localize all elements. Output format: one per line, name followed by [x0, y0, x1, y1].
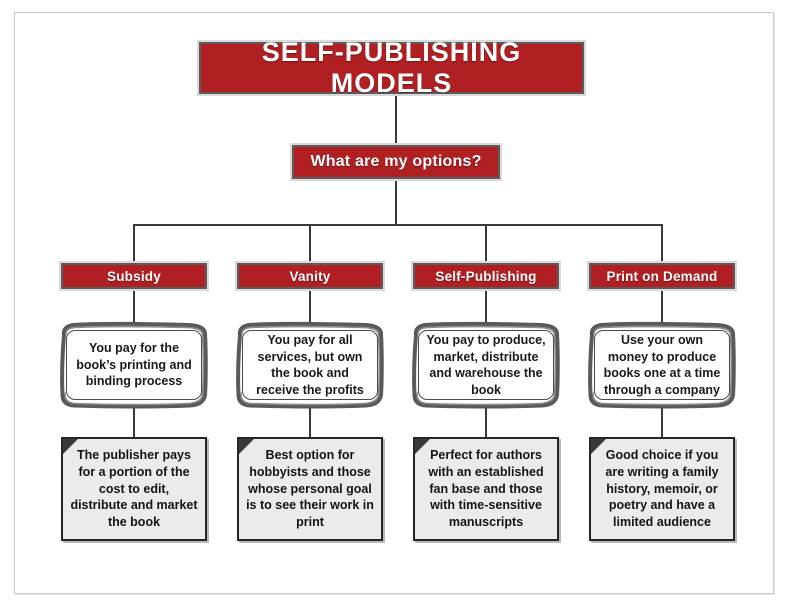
description-box-print-on-demand[interactable]: Use your own money to produce books one …: [585, 321, 739, 409]
note-text: Best option for hobbyists and those whos…: [246, 448, 374, 530]
description-box-vanity[interactable]: You pay for all services, but own the bo…: [233, 321, 387, 409]
connector-vanity-to-desc: [309, 289, 311, 325]
description-text: Use your own money to produce books one …: [594, 330, 730, 400]
note-box-self-publishing[interactable]: Perfect for authors with an established …: [413, 437, 559, 541]
connector-question-to-bus: [395, 179, 397, 224]
sketch-outline-icon: [236, 321, 384, 409]
connector-desc-to-note-4: [661, 405, 663, 439]
category-box-self-publishing[interactable]: Self-Publishing: [411, 261, 561, 291]
description-text: You pay for the book’s printing and bind…: [66, 330, 202, 400]
connector-print-on-demand-to-desc: [661, 289, 663, 325]
category-box-print-on-demand[interactable]: Print on Demand: [587, 261, 737, 291]
note-box-print-on-demand[interactable]: Good choice if you are writing a family …: [589, 437, 735, 541]
connector-desc-to-note-2: [309, 405, 311, 439]
folded-corner-icon: [239, 439, 254, 454]
connector-title-to-question: [395, 94, 397, 145]
connector-bus-to-subsidy: [133, 224, 135, 263]
connector-bus-to-vanity: [309, 224, 311, 263]
category-box-subsidy[interactable]: Subsidy: [59, 261, 209, 291]
connector-desc-to-note-3: [485, 405, 487, 439]
page-frame: [14, 12, 774, 594]
note-text: The publisher pays for a portion of the …: [70, 448, 198, 530]
note-box-vanity[interactable]: Best option for hobbyists and those whos…: [237, 437, 383, 541]
description-text: You pay to produce, market, distribute a…: [418, 330, 554, 400]
note-text: Good choice if you are writing a family …: [605, 448, 719, 530]
connector-subsidy-to-desc: [133, 289, 135, 325]
sketch-outline-icon: [412, 321, 560, 409]
sketch-outline-icon: [60, 321, 208, 409]
connector-self-publishing-to-desc: [485, 289, 487, 325]
note-text: Perfect for authors with an established …: [428, 448, 544, 530]
folded-corner-icon: [591, 439, 606, 454]
sketch-outline-icon: [588, 321, 736, 409]
connector-desc-to-note-1: [133, 405, 135, 439]
folded-corner-icon: [63, 439, 78, 454]
description-text: You pay for all services, but own the bo…: [242, 330, 378, 400]
description-box-self-publishing[interactable]: You pay to produce, market, distribute a…: [409, 321, 563, 409]
note-box-subsidy[interactable]: The publisher pays for a portion of the …: [61, 437, 207, 541]
folded-corner-icon: [415, 439, 430, 454]
description-box-subsidy[interactable]: You pay for the book’s printing and bind…: [57, 321, 211, 409]
root-question-box: What are my options?: [290, 143, 502, 181]
connector-bus-to-self-publishing: [485, 224, 487, 263]
connector-bus: [133, 224, 662, 226]
category-box-vanity[interactable]: Vanity: [235, 261, 385, 291]
connector-bus-to-print-on-demand: [661, 224, 663, 263]
diagram-title: SELF-PUBLISHING MODELS: [197, 37, 586, 98]
